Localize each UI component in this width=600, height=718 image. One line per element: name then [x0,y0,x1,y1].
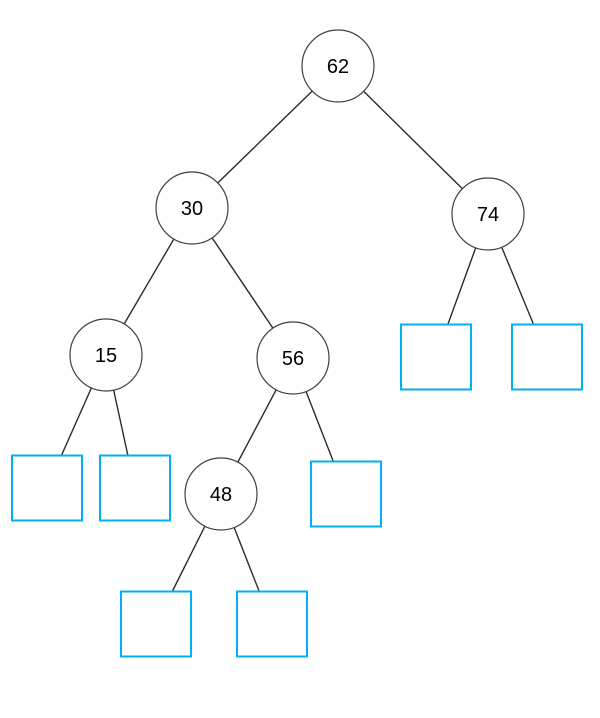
empty-box-rect [11,454,83,522]
node-value-label: 15 [95,345,117,367]
empty-box-rect [236,590,308,658]
empty-box-rect [310,460,382,528]
node-value-label: 56 [282,348,304,370]
empty-leaf-box [310,460,382,528]
tree-node-15: 15 [69,318,143,392]
node-value-label: 48 [210,484,232,506]
tree-node-48: 48 [184,457,258,531]
empty-leaf-box [400,323,472,391]
empty-leaf-box [11,454,83,522]
empty-leaf-box [511,323,583,391]
empty-box-rect [120,590,192,658]
tree-node-30: 30 [155,171,229,245]
empty-leaf-box [120,590,192,658]
node-circle [184,457,258,531]
node-value-label: 30 [181,198,203,220]
tree-node-62: 62 [301,29,375,103]
tree-node-56: 56 [256,321,330,395]
empty-leaf-box [99,454,171,522]
node-circle [256,321,330,395]
tree-node-74: 74 [451,177,525,251]
node-circle [69,318,143,392]
node-circle [301,29,375,103]
node-value-label: 74 [477,204,499,226]
empty-leaf-box [236,590,308,658]
empty-box-rect [99,454,171,522]
node-circle [155,171,229,245]
empty-box-rect [400,323,472,391]
node-value-label: 62 [327,56,349,78]
empty-box-rect [511,323,583,391]
node-circle [451,177,525,251]
